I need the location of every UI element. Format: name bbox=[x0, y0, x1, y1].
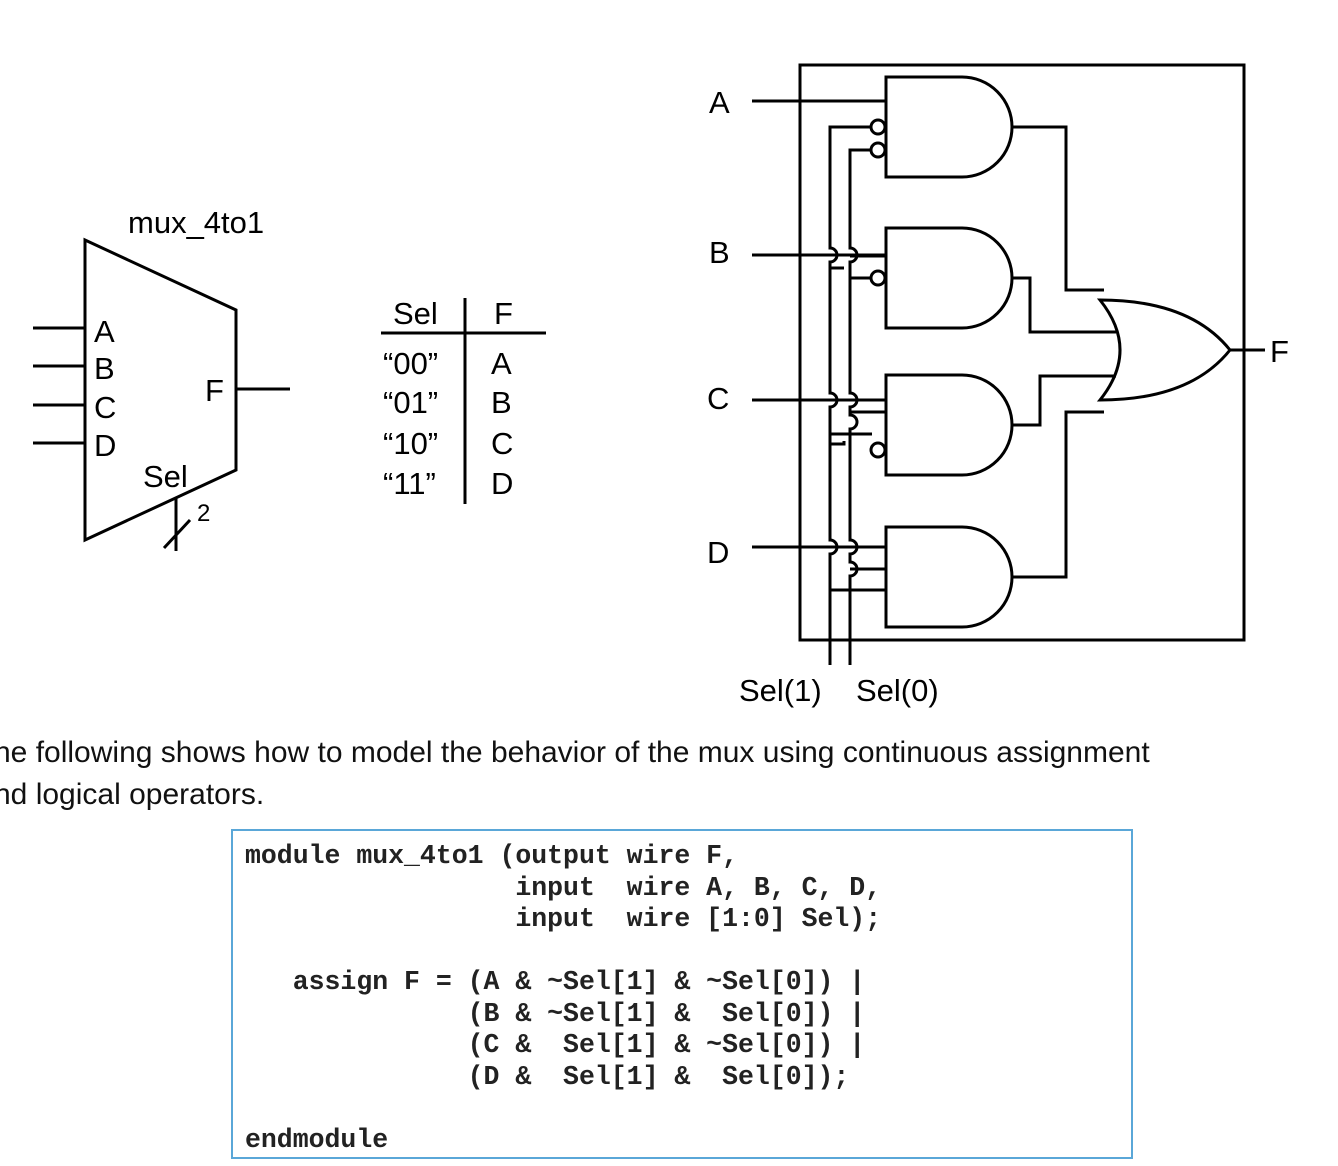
schematic-sel1-label: Sel(1) bbox=[739, 673, 822, 708]
schematic-boundary bbox=[798, 63, 1246, 642]
code-line: (B & ~Sel[1] & Sel[0]) | bbox=[245, 998, 866, 1029]
schematic-input-label-d: D bbox=[707, 535, 729, 570]
schematic-labels: A B C D F Sel(1) Sel(0) bbox=[707, 85, 1289, 708]
code-line: assign F = (A & ~Sel[1] & ~Sel[0]) | bbox=[245, 967, 866, 997]
and-output-2 bbox=[1012, 276, 1116, 334]
inverter-bubble bbox=[869, 141, 887, 159]
truth-table-f-3: D bbox=[491, 466, 513, 501]
code-line: (C & Sel[1] & ~Sel[0]) | bbox=[245, 1030, 866, 1060]
truth-table-f-2: C bbox=[491, 426, 513, 461]
code-box: module mux_4to1 (output wire F, input wi… bbox=[231, 829, 1133, 1159]
sel0-bus bbox=[848, 148, 886, 665]
and-gate-2 bbox=[884, 226, 1014, 330]
diagram-canvas: mux_4to1 A B C D F Sel 2 Sel F “00” A “0… bbox=[33, 63, 1289, 708]
truth-table-f-1: B bbox=[491, 385, 512, 420]
or-gate bbox=[1096, 298, 1232, 402]
truth-table-sel-3: “11” bbox=[383, 466, 436, 501]
verilog-code: module mux_4to1 (output wire F, input wi… bbox=[245, 841, 881, 1156]
code-line: module mux_4to1 (output wire F, bbox=[245, 841, 738, 871]
truth-table-sel-1: “01” bbox=[383, 385, 438, 420]
mux-sel-label: Sel bbox=[143, 459, 188, 494]
schematic-sel0-label: Sel(0) bbox=[856, 673, 939, 708]
truth-table: Sel F “00” A “01” B “10” C “11” D bbox=[381, 296, 546, 504]
schematic-input-label-b: B bbox=[709, 235, 730, 270]
mux-bus-slash bbox=[162, 518, 192, 550]
code-line: input wire A, B, C, D, bbox=[245, 872, 882, 903]
mux-input-label-d: D bbox=[94, 428, 116, 463]
inverter-bubble bbox=[869, 118, 887, 136]
schematic-output-label: F bbox=[1270, 334, 1289, 369]
sel1-bus bbox=[828, 125, 886, 665]
truth-table-f-0: A bbox=[491, 346, 512, 381]
truth-table-header-sel: Sel bbox=[393, 296, 438, 331]
truth-table-header-f: F bbox=[494, 296, 513, 331]
and-output-3 bbox=[1012, 374, 1116, 427]
description-line-2: nd logical operators. bbox=[0, 778, 265, 811]
schematic-input-label-a: A bbox=[709, 85, 730, 120]
mux-input-label-b: B bbox=[94, 351, 115, 386]
mux-input-label-a: A bbox=[94, 314, 115, 349]
mux-bus-width: 2 bbox=[197, 500, 210, 527]
and-gate-4 bbox=[884, 525, 1014, 629]
inverter-bubble bbox=[869, 441, 887, 459]
mux-title: mux_4to1 bbox=[128, 205, 264, 240]
and-gate-3 bbox=[884, 373, 1014, 477]
truth-table-sel-0: “00” bbox=[383, 346, 438, 381]
inverter-bubble bbox=[869, 269, 887, 287]
code-line: input wire [1:0] Sel); bbox=[245, 904, 882, 934]
mux-output-label: F bbox=[205, 373, 224, 408]
mux-input-label-c: C bbox=[94, 390, 116, 425]
code-line: (D & Sel[1] & Sel[0]); bbox=[245, 1061, 850, 1092]
description-line-1: he following shows how to model the beha… bbox=[0, 736, 1150, 769]
and-gate-1 bbox=[884, 75, 1014, 179]
description-paragraph: he following shows how to model the beha… bbox=[0, 732, 1338, 816]
mux-symbol: mux_4to1 A B C D F Sel 2 bbox=[33, 205, 290, 551]
schematic-input-label-c: C bbox=[707, 381, 729, 416]
code-line: endmodule bbox=[245, 1124, 389, 1155]
and-output-1 bbox=[1012, 125, 1104, 292]
gate-schematic bbox=[752, 63, 1265, 665]
truth-table-sel-2: “10” bbox=[383, 426, 438, 461]
and-output-4 bbox=[1012, 410, 1104, 579]
mux-trapezoid bbox=[83, 237, 238, 543]
